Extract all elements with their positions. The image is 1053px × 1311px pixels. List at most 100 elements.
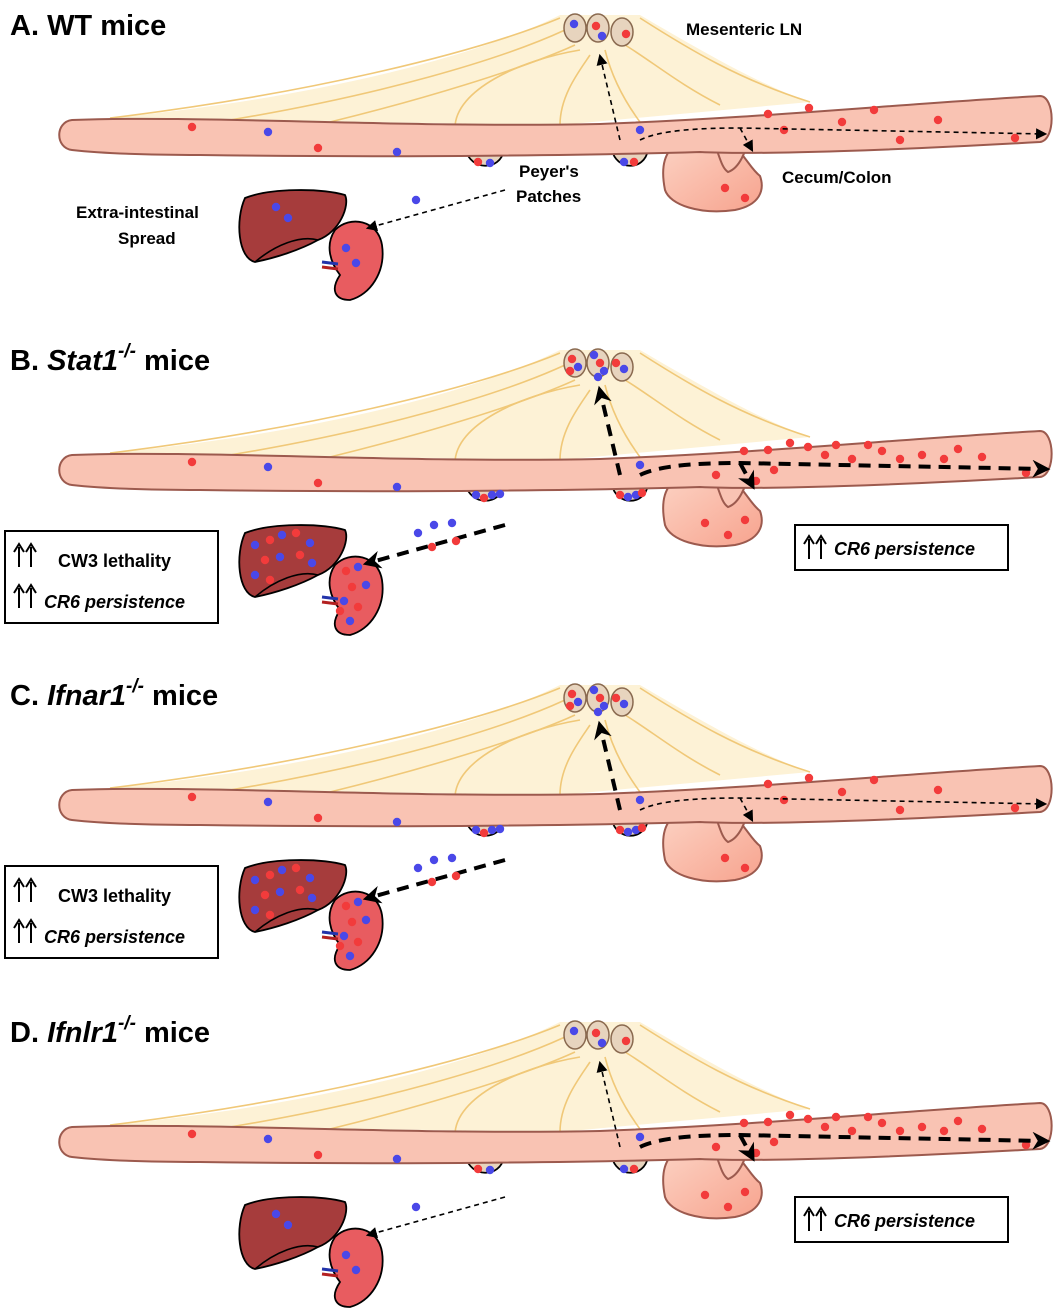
cw3-virus-dot <box>496 490 504 498</box>
cr6-virus-dot <box>622 30 630 38</box>
cw3-virus-dot <box>412 196 420 204</box>
cw3-virus-dot <box>624 828 632 836</box>
cr6-virus-dot <box>336 607 344 615</box>
cr6-virus-dot <box>428 878 436 886</box>
cr6-virus-dot <box>701 1191 709 1199</box>
migration-arrow-spread <box>368 860 505 898</box>
cr6-virus-dot <box>452 872 460 880</box>
cr6-virus-dot <box>724 1203 732 1211</box>
cw3-virus-dot <box>594 708 602 716</box>
cr6-virus-dot <box>638 489 646 497</box>
cw3-virus-dot <box>352 1266 360 1274</box>
cr6-virus-dot <box>188 1130 196 1138</box>
cw3-virus-dot <box>486 159 494 167</box>
cr6-virus-dot <box>314 1151 322 1159</box>
left-outcome-box: CW3 lethality CR6 persistence <box>5 531 218 623</box>
cr6-virus-dot <box>261 891 269 899</box>
cr6-virus-dot <box>188 123 196 131</box>
cr6-virus-dot <box>188 793 196 801</box>
cw3-virus-dot <box>340 932 348 940</box>
cw3-virus-dot <box>308 559 316 567</box>
cr6-virus-dot <box>954 1117 962 1125</box>
cw3-virus-dot <box>620 158 628 166</box>
cw3-virus-dot <box>251 876 259 884</box>
cw3-virus-dot <box>393 1155 401 1163</box>
cw3-virus-dot <box>272 203 280 211</box>
gut-scene-a <box>59 14 1051 300</box>
cw3-virus-dot <box>412 1203 420 1211</box>
right-outcome-box: CR6 persistence <box>795 1197 1008 1242</box>
cr6-virus-dot <box>848 455 856 463</box>
cw3-virus-dot <box>620 365 628 373</box>
cr6-virus-dot <box>612 694 620 702</box>
cw3-virus-dot <box>251 541 259 549</box>
cw3-virus-dot <box>354 563 362 571</box>
cw3-virus-dot <box>624 493 632 501</box>
cw3-virus-dot <box>306 539 314 547</box>
cr6-virus-dot <box>741 194 749 202</box>
cw3-virus-dot <box>342 1251 350 1259</box>
cr6-virus-dot <box>721 184 729 192</box>
panel-c-title: C. Ifnar1-/- mice <box>10 676 218 712</box>
box-line1: CW3 lethality <box>58 551 171 571</box>
cr6-virus-dot <box>266 911 274 919</box>
cw3-virus-dot <box>430 521 438 529</box>
panel-c: C. Ifnar1-/- mice CW3 lethality CR6 pers… <box>5 676 1052 970</box>
cr6-virus-dot <box>832 1113 840 1121</box>
cw3-virus-dot <box>488 491 496 499</box>
cr6-virus-dot <box>934 786 942 794</box>
cr6-virus-dot <box>566 702 574 710</box>
panel-b-title: B. Stat1-/- mice <box>10 341 210 377</box>
box-line1: CW3 lethality <box>58 886 171 906</box>
cr6-virus-dot <box>630 1165 638 1173</box>
cw3-virus-dot <box>574 363 582 371</box>
cw3-virus-dot <box>600 702 608 710</box>
cr6-virus-dot <box>188 458 196 466</box>
cr6-virus-dot <box>314 814 322 822</box>
cr6-virus-dot <box>354 938 362 946</box>
cw3-virus-dot <box>636 796 644 804</box>
cw3-virus-dot <box>472 491 480 499</box>
cw3-virus-dot <box>278 866 286 874</box>
cw3-virus-dot <box>430 856 438 864</box>
cr6-virus-dot <box>896 136 904 144</box>
cw3-virus-dot <box>362 916 370 924</box>
cw3-virus-dot <box>598 32 606 40</box>
cr6-virus-dot <box>838 118 846 126</box>
cw3-virus-dot <box>496 825 504 833</box>
cw3-virus-dot <box>346 617 354 625</box>
box-line2: CR6 persistence <box>44 592 185 612</box>
cr6-virus-dot <box>616 826 624 834</box>
extra-intestinal-label-line1: Extra-intestinal <box>76 203 199 222</box>
cr6-virus-dot <box>805 774 813 782</box>
extra-intestinal-label-line2: Spread <box>118 229 176 248</box>
cr6-virus-dot <box>292 529 300 537</box>
cw3-virus-dot <box>308 894 316 902</box>
gut-scene-d <box>59 1021 1051 1307</box>
cr6-virus-dot <box>1011 134 1019 142</box>
cr6-virus-dot <box>780 796 788 804</box>
left-outcome-box: CW3 lethality CR6 persistence <box>5 866 218 958</box>
cr6-virus-dot <box>940 1127 948 1135</box>
cw3-virus-dot <box>264 463 272 471</box>
cr6-virus-dot <box>474 1165 482 1173</box>
cr6-virus-dot <box>804 443 812 451</box>
cw3-virus-dot <box>472 826 480 834</box>
cr6-virus-dot <box>786 1111 794 1119</box>
cw3-virus-dot <box>362 581 370 589</box>
cw3-virus-dot <box>251 906 259 914</box>
cr6-virus-dot <box>870 106 878 114</box>
cr6-virus-dot <box>342 902 350 910</box>
cr6-virus-dot <box>780 126 788 134</box>
cr6-virus-dot <box>878 1119 886 1127</box>
cr6-virus-dot <box>954 445 962 453</box>
cw3-virus-dot <box>264 128 272 136</box>
cr6-virus-dot <box>616 491 624 499</box>
cw3-virus-dot <box>354 898 362 906</box>
cr6-virus-dot <box>770 466 778 474</box>
cr6-virus-dot <box>864 441 872 449</box>
right-outcome-box: CR6 persistence <box>795 525 1008 570</box>
cr6-virus-dot <box>566 367 574 375</box>
cr6-virus-dot <box>261 556 269 564</box>
